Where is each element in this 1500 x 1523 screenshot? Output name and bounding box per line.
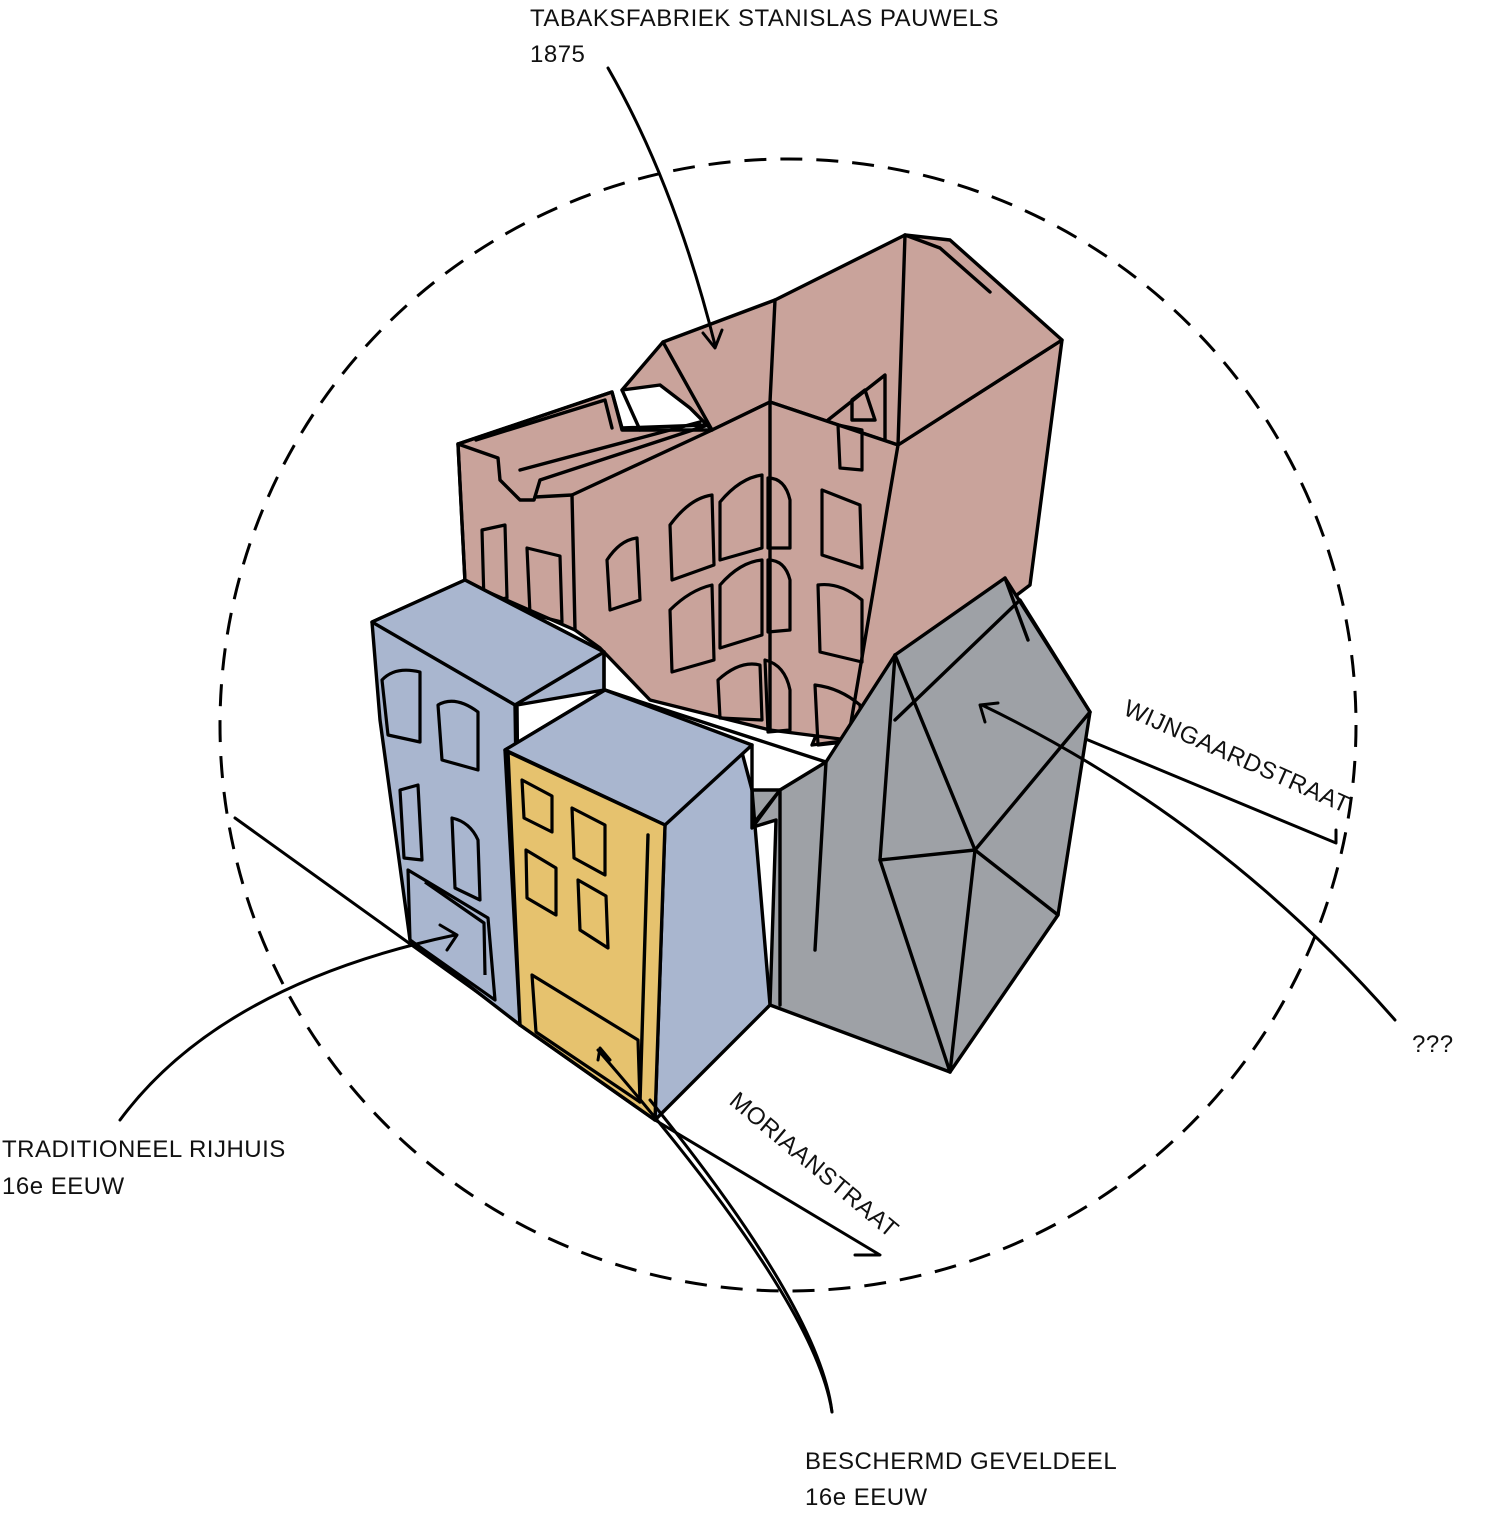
facade-arrow-curve xyxy=(596,1048,834,1414)
factory-building xyxy=(456,233,1064,747)
factory-year-label: 1875 xyxy=(530,41,585,68)
factory-roof xyxy=(620,233,1064,447)
rowhouse-century-label: 16e EEUW xyxy=(2,1173,125,1200)
street-line-wijngaardstraat xyxy=(1038,718,1338,845)
unknown-label: ??? xyxy=(1412,1031,1454,1058)
site-boundary-circle xyxy=(218,157,1358,1293)
factory-windows xyxy=(480,423,864,747)
rowhouse-name-label: TRADITIONEEL RIJHUIS xyxy=(2,1136,286,1163)
moriaanstraat-label: MORIAANSTRAAT xyxy=(724,1087,903,1244)
facade-name-label: BESCHERMD GEVELDEEL xyxy=(805,1448,1117,1475)
facade-century-label: 16e EEUW xyxy=(805,1484,928,1511)
protected-facade xyxy=(506,750,667,1122)
rowhouse-arrow xyxy=(118,923,459,1122)
unknown-arrow xyxy=(978,701,1397,1022)
factory-arrow xyxy=(606,66,724,350)
factory-name-label: TABAKSFABRIEK STANISLAS PAUWELS xyxy=(530,5,999,32)
